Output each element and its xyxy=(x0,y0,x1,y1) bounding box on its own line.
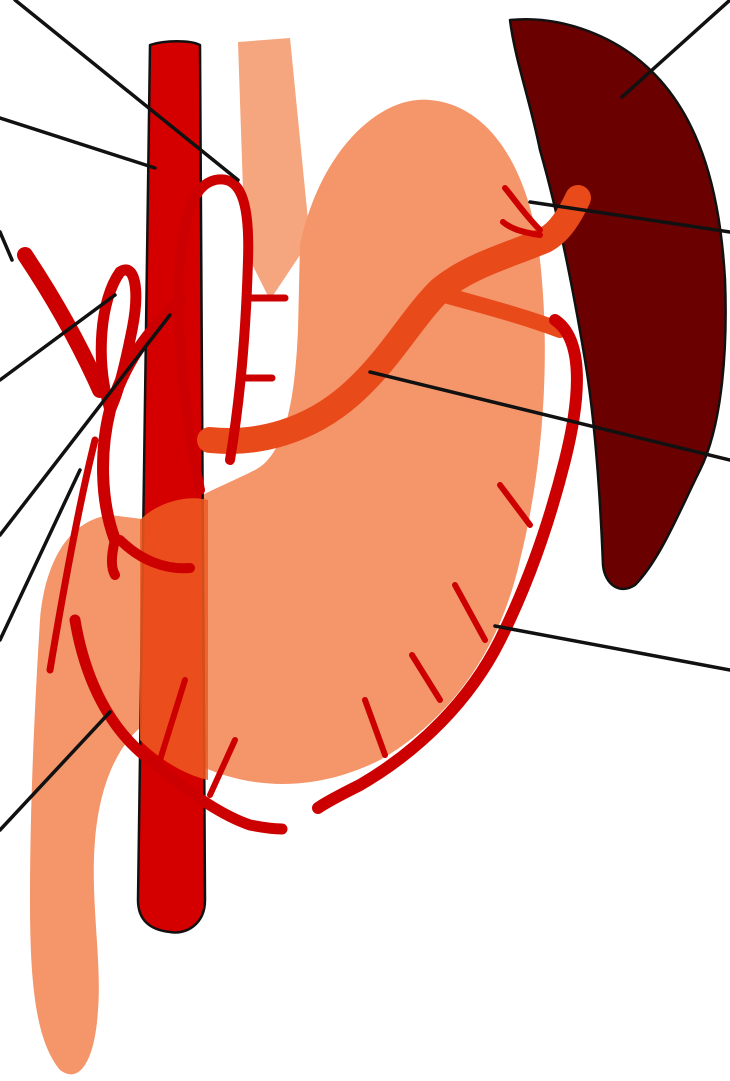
leader-line-3 xyxy=(0,232,12,260)
leader-line-1 xyxy=(15,0,238,180)
leader-line-8 xyxy=(622,0,730,97)
hepatic-artery-left xyxy=(25,255,100,390)
leader-line-11 xyxy=(495,626,730,670)
leader-line-2 xyxy=(0,118,155,168)
stomach-overlap xyxy=(140,498,208,780)
hepatic-artery-loop xyxy=(101,270,136,410)
